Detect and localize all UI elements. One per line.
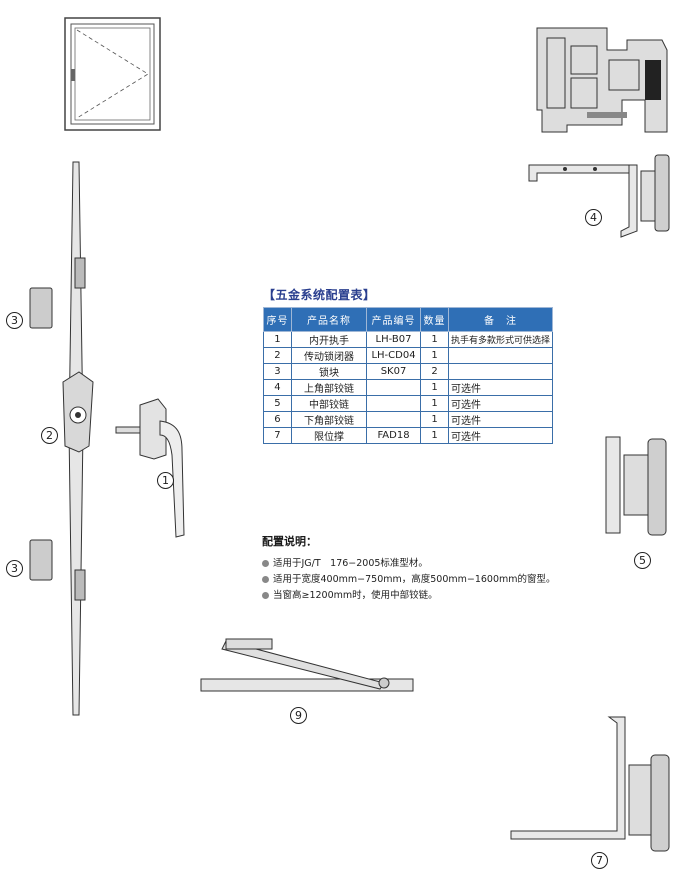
table-row: 2 传动锁闭器 LH-CD04 1 <box>263 347 554 364</box>
cell-qty: 1 <box>420 427 449 444</box>
cell-code: FAD18 <box>365 427 422 444</box>
marker-3-bottom: 3 <box>6 560 23 577</box>
header-quantity: 数量 <box>420 307 449 332</box>
table-header-row: 序号 产品名称 产品编号 数量 备 注 <box>263 307 554 332</box>
note-item: 当窗高≥1200mm时，使用中部铰链。 <box>262 587 438 601</box>
table-title: 【五金系统配置表】 <box>263 288 376 302</box>
table-row: 1 内开执手 LH-B07 1 执手有多款形式可供选择 <box>263 331 554 348</box>
cell-name: 上角部铰链 <box>290 379 368 396</box>
marker-1: 1 <box>157 472 174 489</box>
header-product-code: 产品编号 <box>365 307 422 332</box>
table-row: 4 上角部铰链 1 可选件 <box>263 379 554 396</box>
notes-title: 配置说明： <box>262 535 317 548</box>
cell-index: 5 <box>263 395 292 412</box>
bullet-icon <box>262 576 269 583</box>
table-row: 5 中部铰链 1 可选件 <box>263 395 554 412</box>
table-row: 6 下角部铰链 1 可选件 <box>263 411 554 428</box>
bullet-icon <box>262 592 269 599</box>
profile-section-diagram <box>536 27 668 133</box>
bullet-icon <box>262 560 269 567</box>
cell-code: SK07 <box>365 363 422 380</box>
table-row: 7 限位撑 FAD18 1 可选件 <box>263 427 554 444</box>
marker-2: 2 <box>41 427 58 444</box>
cell-name: 内开执手 <box>290 331 368 348</box>
window-diagram <box>64 17 161 131</box>
cell-remark <box>447 347 554 364</box>
header-index: 序号 <box>263 307 292 332</box>
hardware-config-table: 序号 产品名称 产品编号 数量 备 注 1 内开执手 LH-B07 1 执手有多… <box>263 307 554 444</box>
cell-qty: 1 <box>420 331 449 348</box>
marker-5: 5 <box>634 552 651 569</box>
cell-code: LH-CD04 <box>365 347 422 364</box>
cell-remark: 执手有多款形式可供选择 <box>447 331 554 348</box>
note-item: 适用于宽度400mm−750mm，高度500mm−1600mm的窗型。 <box>262 571 556 585</box>
cell-code <box>365 379 422 396</box>
cell-name: 下角部铰链 <box>290 411 368 428</box>
cell-index: 7 <box>263 427 292 444</box>
cell-index: 1 <box>263 331 292 348</box>
top-corner-hinge-diagram <box>528 154 670 238</box>
cell-index: 4 <box>263 379 292 396</box>
cell-name: 中部铰链 <box>290 395 368 412</box>
header-product-name: 产品名称 <box>290 307 368 332</box>
bottom-corner-hinge-diagram <box>510 716 670 852</box>
marker-4: 4 <box>585 209 602 226</box>
cell-remark: 可选件 <box>447 427 554 444</box>
cell-code <box>365 395 422 412</box>
cell-qty: 1 <box>420 379 449 396</box>
header-remarks: 备 注 <box>447 307 554 332</box>
cell-remark: 可选件 <box>447 395 554 412</box>
cell-remark <box>447 363 554 380</box>
cell-remark: 可选件 <box>447 411 554 428</box>
cell-name: 限位撑 <box>290 427 368 444</box>
middle-hinge-diagram <box>605 436 667 536</box>
cell-index: 3 <box>263 363 292 380</box>
cell-remark: 可选件 <box>447 379 554 396</box>
marker-7: 7 <box>591 852 608 869</box>
cell-qty: 1 <box>420 411 449 428</box>
table-row: 3 锁块 SK07 2 <box>263 363 554 380</box>
cell-name: 锁块 <box>290 363 368 380</box>
cell-code: LH-B07 <box>365 331 422 348</box>
cell-index: 2 <box>263 347 292 364</box>
marker-9: 9 <box>290 707 307 724</box>
handle-diagram <box>115 398 185 538</box>
limit-stay-diagram <box>200 638 414 692</box>
cell-qty: 1 <box>420 395 449 412</box>
cell-qty: 2 <box>420 363 449 380</box>
transmission-lock-diagram <box>29 161 94 716</box>
cell-name: 传动锁闭器 <box>290 347 368 364</box>
cell-index: 6 <box>263 411 292 428</box>
cell-code <box>365 411 422 428</box>
cell-qty: 1 <box>420 347 449 364</box>
note-item: 适用于JG/T 176−2005标准型材。 <box>262 555 428 569</box>
marker-3-top: 3 <box>6 312 23 329</box>
